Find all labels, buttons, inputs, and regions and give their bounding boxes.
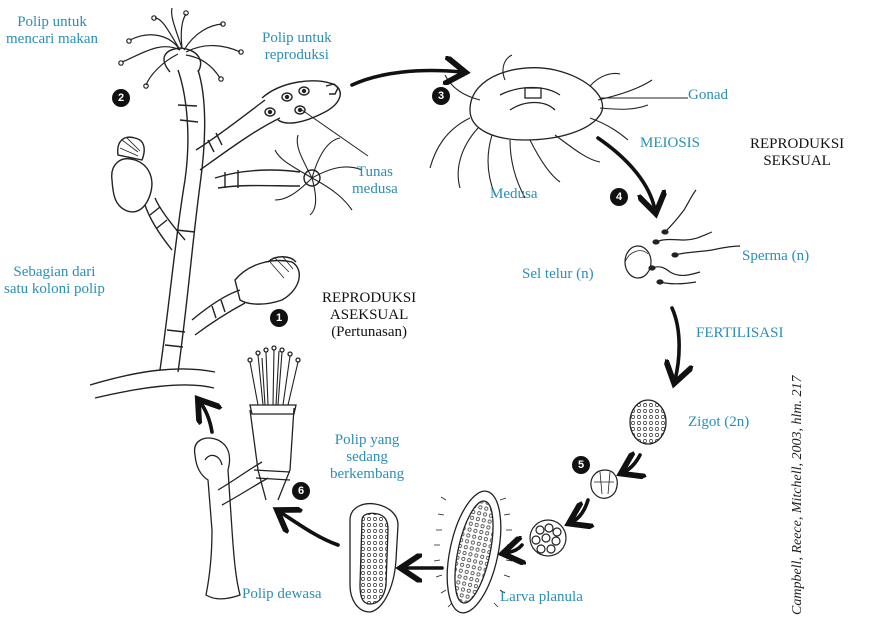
arrow-to-blastula xyxy=(572,498,588,522)
label-medusa: Medusa xyxy=(490,186,538,202)
label-planula-larva: Larva planula xyxy=(500,589,583,605)
reproductive-polyp xyxy=(261,80,341,124)
arrow-to-medusa xyxy=(350,71,462,85)
polyp-colony xyxy=(89,7,363,399)
label-gonad: Gonad xyxy=(688,87,728,103)
cycle-arrows xyxy=(200,71,679,568)
label-egg-cell: Sel telur (n) xyxy=(522,266,594,282)
source-credit: Campbell, Reece, Mitchell, 2003, hlm. 21… xyxy=(790,375,805,616)
step-badge-5: 5 xyxy=(572,456,590,474)
label-sperm: Sperma (n) xyxy=(742,248,810,264)
arrow-to-gametes xyxy=(596,136,655,210)
label-adult-polyp: Polip dewasa xyxy=(242,586,322,602)
adult-polyp xyxy=(193,437,269,600)
gametes xyxy=(624,189,741,285)
step-badge-6: 6 xyxy=(292,482,310,500)
arrow-to-zygote xyxy=(672,306,679,380)
planula-larva xyxy=(433,490,513,614)
step-badge-2: 2 xyxy=(112,89,130,107)
tunas-pointer xyxy=(301,109,369,157)
label-zygote: Zigot (2n) xyxy=(688,414,750,430)
settling-larva xyxy=(349,502,399,613)
label-fertilization: FERTILISASI xyxy=(696,325,784,341)
step-badge-3: 3 xyxy=(432,87,450,105)
arrow-to-embryo xyxy=(624,455,640,472)
feeding-polyp-tentacles xyxy=(118,7,244,89)
arrow-to-adult xyxy=(280,512,340,547)
embryo xyxy=(590,469,618,499)
medusa-illustration xyxy=(429,54,688,199)
blastula xyxy=(529,519,567,557)
step-badge-4: 4 xyxy=(610,188,628,206)
zygote xyxy=(629,399,667,445)
step-badge-1: 1 xyxy=(270,309,288,327)
arrow-to-planula xyxy=(506,545,522,553)
medusa-bud xyxy=(214,134,363,216)
arrow-to-colony xyxy=(200,402,212,434)
developing-polyp xyxy=(247,345,301,501)
label-meiosis: MEIOSIS xyxy=(640,135,701,151)
